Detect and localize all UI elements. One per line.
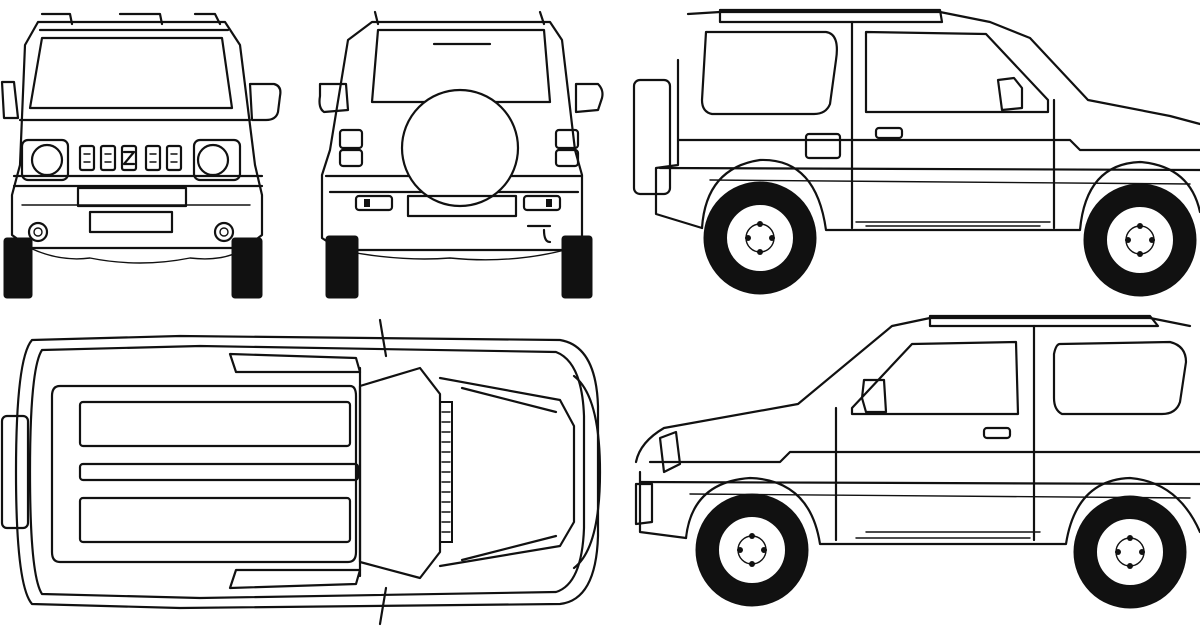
rear-tire-left bbox=[325, 235, 359, 299]
hood bbox=[438, 376, 576, 568]
spare-tire-side bbox=[632, 78, 672, 196]
front-tire-left bbox=[3, 237, 33, 299]
hood-crease-right bbox=[460, 534, 558, 562]
front-door-window bbox=[864, 30, 1050, 114]
rear-side-window bbox=[1052, 340, 1188, 416]
side-mirror bbox=[860, 378, 888, 414]
wheel-front bbox=[1083, 183, 1197, 297]
fog-light-right bbox=[213, 221, 235, 243]
rear-tire-right bbox=[561, 235, 593, 299]
roof-panel bbox=[50, 384, 358, 564]
door-handle bbox=[982, 426, 1012, 440]
mirror-right bbox=[248, 82, 282, 122]
side-view-right bbox=[634, 314, 1200, 609]
front-door-window bbox=[850, 340, 1020, 416]
front-bumper bbox=[634, 482, 654, 526]
front-tire-right bbox=[231, 237, 263, 299]
reflector-right bbox=[522, 194, 562, 212]
front-bumper-top bbox=[572, 374, 602, 570]
reflector-left bbox=[354, 194, 394, 212]
spare-tire bbox=[400, 88, 520, 208]
mirror-left bbox=[0, 80, 20, 120]
taillight-right bbox=[554, 128, 580, 168]
license-plate bbox=[406, 194, 518, 218]
taillight-left bbox=[338, 128, 364, 168]
windshield bbox=[358, 366, 442, 580]
roof-rails bbox=[78, 400, 360, 544]
side-body bbox=[634, 314, 1200, 546]
license-plate bbox=[88, 210, 174, 234]
wheel-rear bbox=[703, 181, 817, 295]
fender-right bbox=[228, 568, 362, 590]
windshield bbox=[28, 36, 234, 110]
headlight-right bbox=[192, 138, 242, 182]
side-view-left bbox=[632, 8, 1200, 297]
grille-badge-icon bbox=[122, 150, 136, 166]
top-body bbox=[14, 318, 600, 626]
bumper-intake bbox=[76, 186, 188, 208]
hood-crease-left bbox=[460, 386, 558, 414]
door-handle bbox=[874, 126, 904, 140]
rear-side-window bbox=[700, 30, 838, 116]
spare-tire-top bbox=[0, 414, 30, 530]
headlight bbox=[658, 430, 682, 474]
fog-light-left bbox=[27, 221, 49, 243]
grille bbox=[78, 144, 183, 172]
mirror-right bbox=[574, 82, 604, 114]
headlight-left bbox=[20, 138, 70, 182]
side-body bbox=[654, 8, 1200, 232]
rear-window bbox=[370, 28, 552, 104]
top-view bbox=[0, 318, 602, 626]
fender-left bbox=[228, 352, 362, 374]
wheel-front bbox=[695, 493, 809, 607]
side-mirror bbox=[996, 76, 1024, 112]
rear-view bbox=[318, 10, 604, 299]
front-view bbox=[0, 12, 282, 299]
hood-vent bbox=[439, 401, 453, 543]
fuel-cap bbox=[804, 132, 842, 160]
mirror-left bbox=[318, 82, 350, 114]
wheel-rear bbox=[1073, 495, 1187, 609]
